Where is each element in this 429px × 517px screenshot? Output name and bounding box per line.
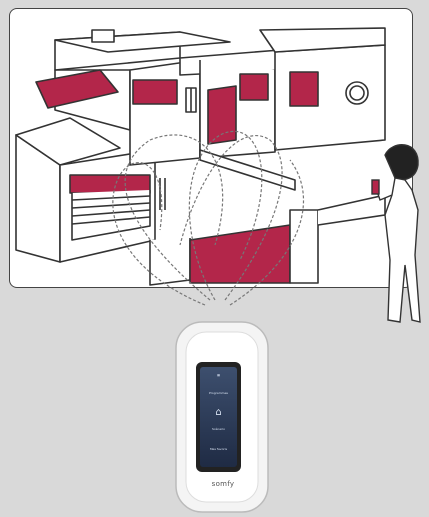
screen-item-programmes[interactable]: Programmes [200,391,237,395]
brand-label: somfy [206,480,240,488]
home-icon: ⌂ [200,407,237,418]
screen-item-scenario[interactable]: Scénario [200,427,237,431]
shutter-right [240,74,268,100]
screen-item-favorites[interactable]: Mes favoris [200,447,237,451]
shutter-upper [133,80,177,104]
phone-remote [372,180,379,194]
gate [190,225,290,283]
garage-awning [70,175,150,193]
shutter-far-right [290,72,318,106]
calendar-icon: ▦ [200,373,237,377]
woman-figure [372,145,420,322]
front-door [208,86,236,144]
remote-screen[interactable]: ▦ Programmes ⌂ Scénario Mes favoris [196,362,241,472]
